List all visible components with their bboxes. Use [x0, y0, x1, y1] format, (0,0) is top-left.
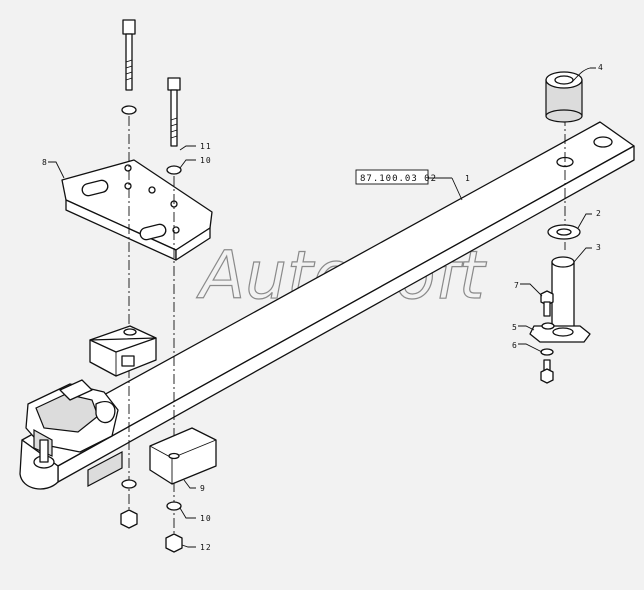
callout-10-bottom: 10	[200, 514, 212, 523]
callout-5: 5	[512, 323, 518, 332]
long-bolt	[122, 19, 136, 91]
hitch-jaw-assembly	[25, 379, 119, 469]
washer-part-10-bottom	[166, 501, 182, 511]
nut-part-12	[165, 533, 183, 553]
callout-12: 12	[200, 543, 212, 552]
callout-10-top: 10	[200, 156, 212, 165]
leader-lines	[48, 67, 596, 548]
washer-part-10-top	[166, 165, 182, 175]
callout-8: 8	[42, 158, 48, 167]
washer-part-2	[547, 224, 581, 240]
wear-block-part-9	[149, 427, 217, 485]
callout-2: 2	[596, 209, 602, 218]
washer-top-left	[121, 105, 137, 115]
wear-block-upper	[89, 325, 157, 377]
washer-lower-left	[121, 479, 137, 489]
bushing-part-4	[545, 71, 583, 123]
callout-9: 9	[200, 484, 206, 493]
callout-6: 6	[512, 341, 518, 350]
bolt-part-6	[540, 348, 554, 384]
callout-11: 11	[200, 142, 212, 151]
part-code-label: 87.100.03 02	[360, 174, 437, 184]
bracket-plate-part-8	[61, 159, 213, 261]
callout-1: 1	[465, 174, 471, 183]
callout-7: 7	[514, 281, 520, 290]
bolt-part-7	[540, 290, 554, 317]
nut-lower-left	[120, 509, 138, 529]
bolt-part-11	[167, 77, 181, 147]
part-code-tag: 87.100.03 02	[355, 169, 463, 201]
pin-part-3	[551, 256, 575, 329]
callout-3: 3	[596, 243, 602, 252]
callout-4: 4	[598, 63, 604, 72]
retainer-plate-part-5	[529, 322, 591, 343]
